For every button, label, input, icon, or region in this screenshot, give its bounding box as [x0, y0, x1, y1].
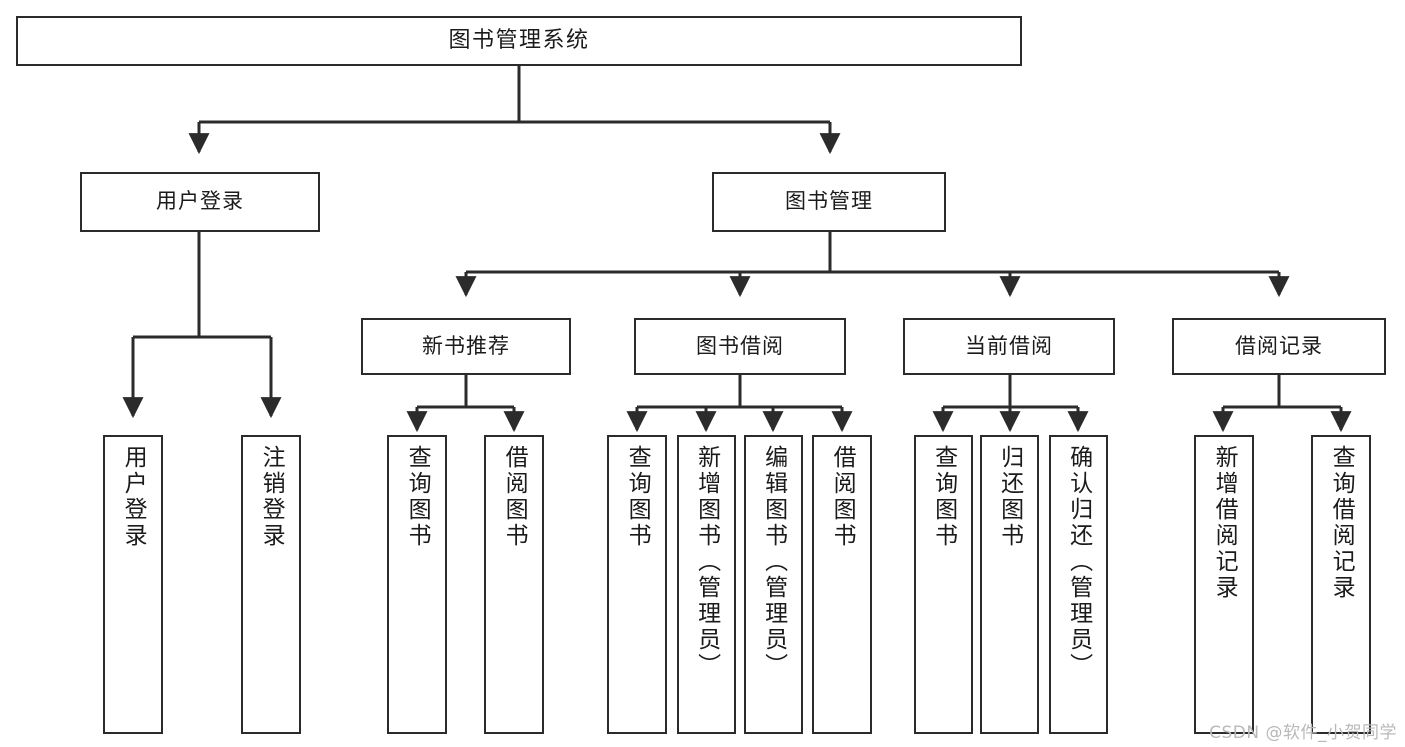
node-leaf-query-book-1[interactable]: 查询图书	[387, 435, 447, 734]
node-book-manage[interactable]: 图书管理	[712, 172, 946, 232]
node-leaf-add-book[interactable]: 新增图书（管理员）	[677, 435, 736, 734]
node-label: 图书管理	[785, 189, 873, 214]
node-label: 图书借阅	[696, 333, 784, 358]
node-leaf-query-book-2[interactable]: 查询图书	[607, 435, 667, 734]
node-leaf-user-login[interactable]: 用户登录	[103, 435, 163, 734]
node-leaf-borrow-book-1[interactable]: 借阅图书	[484, 435, 544, 734]
node-label: 查询图书	[930, 445, 957, 549]
node-label: 借阅记录	[1235, 333, 1323, 358]
node-label: 借阅图书	[501, 445, 528, 549]
node-label: 借阅图书	[829, 445, 856, 549]
node-label: 确认归还（管理员）	[1065, 445, 1092, 679]
node-label: 用户登录	[156, 189, 244, 214]
node-label: 当前借阅	[965, 333, 1053, 358]
node-leaf-edit-book[interactable]: 编辑图书（管理员）	[744, 435, 803, 734]
node-label: 编辑图书（管理员）	[760, 445, 787, 679]
node-leaf-query-book-3[interactable]: 查询图书	[914, 435, 973, 734]
node-new-book-recommend[interactable]: 新书推荐	[361, 318, 571, 375]
node-label: 查询图书	[624, 445, 651, 549]
node-label: 查询借阅记录	[1328, 445, 1355, 601]
node-label: 新增借阅记录	[1211, 445, 1238, 601]
csdn-watermark: CSDN @软件_小贺同学	[1209, 723, 1397, 743]
node-borrow-record[interactable]: 借阅记录	[1172, 318, 1386, 375]
node-leaf-query-record[interactable]: 查询借阅记录	[1311, 435, 1371, 734]
node-current-borrow[interactable]: 当前借阅	[903, 318, 1115, 375]
node-leaf-logout-login[interactable]: 注销登录	[241, 435, 301, 734]
node-leaf-add-record[interactable]: 新增借阅记录	[1194, 435, 1254, 734]
node-root-system[interactable]: 图书管理系统	[16, 16, 1022, 66]
node-leaf-confirm-return[interactable]: 确认归还（管理员）	[1049, 435, 1108, 734]
node-label: 新书推荐	[422, 333, 510, 358]
node-label: 查询图书	[404, 445, 431, 549]
node-label: 归还图书	[996, 445, 1023, 549]
node-leaf-borrow-book-2[interactable]: 借阅图书	[812, 435, 872, 734]
node-label: 图书管理系统	[448, 27, 590, 53]
node-leaf-return-book[interactable]: 归还图书	[980, 435, 1039, 734]
node-book-borrow[interactable]: 图书借阅	[634, 318, 846, 375]
node-label: 新增图书（管理员）	[693, 445, 720, 679]
node-user-login[interactable]: 用户登录	[80, 172, 320, 232]
node-label: 用户登录	[120, 445, 147, 549]
node-label: 注销登录	[258, 445, 285, 549]
